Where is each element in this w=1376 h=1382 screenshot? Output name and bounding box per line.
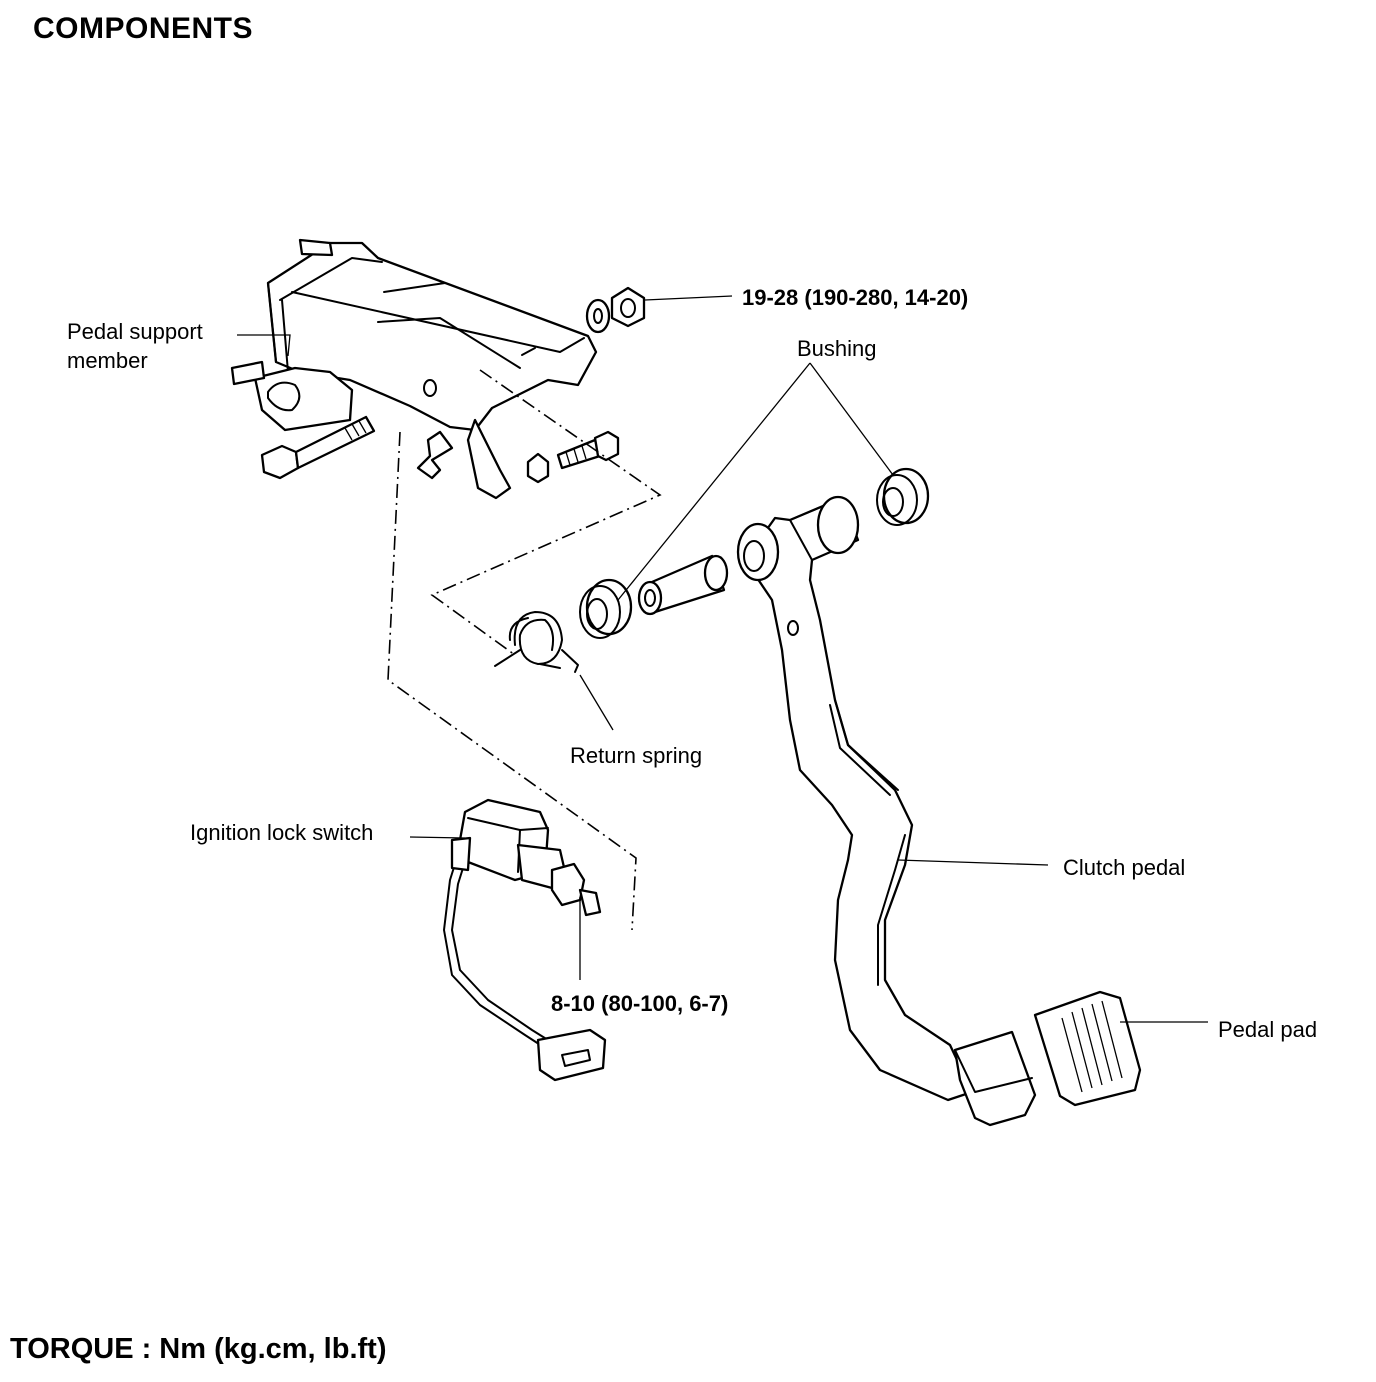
pedal-pad-icon xyxy=(1033,990,1142,1107)
leader-bushing-left xyxy=(617,362,811,601)
label-pedal-pad: Pedal pad xyxy=(1218,1017,1318,1042)
ignition-lock-switch-icon xyxy=(443,798,607,1082)
nut-washer-icon xyxy=(585,286,646,334)
alignment-line-switch xyxy=(387,431,637,931)
leader-return-spring xyxy=(579,674,614,731)
bushing-icon xyxy=(876,467,930,526)
leader-ignition-switch xyxy=(409,836,466,839)
small-bolt-nut-icon xyxy=(526,430,620,484)
leader-lines xyxy=(237,295,1208,1023)
label-return-spring: Return spring xyxy=(570,743,703,768)
clutch-pedal-icon xyxy=(736,495,1037,1127)
label-pedal-support-member-line2: member xyxy=(67,348,148,373)
torque-units-footer: TORQUE : Nm (kg.cm, lb.ft) xyxy=(10,1333,387,1365)
bolt-icon xyxy=(260,415,376,480)
leader-pedal-support xyxy=(237,334,291,357)
label-torque-nut: 19-28 (190-280, 14-20) xyxy=(742,285,969,310)
leader-bushing-right xyxy=(809,362,894,476)
leader-torque-nut xyxy=(644,295,733,301)
label-torque-switch: 8-10 (80-100, 6-7) xyxy=(551,991,729,1016)
label-clutch-pedal: Clutch pedal xyxy=(1063,855,1186,880)
label-ignition-lock-switch: Ignition lock switch xyxy=(190,820,374,845)
label-pedal-support-member-line1: Pedal support xyxy=(67,319,203,344)
alignment-line-spring xyxy=(430,369,662,656)
pivot-sleeve-icon xyxy=(637,554,729,616)
return-spring-icon xyxy=(494,611,579,673)
label-bushing: Bushing xyxy=(797,336,877,361)
page-title: COMPONENTS xyxy=(33,12,254,45)
pedal-support-member-icon xyxy=(230,238,598,500)
leader-clutch-pedal xyxy=(897,859,1049,866)
bushing-icon xyxy=(579,578,633,639)
